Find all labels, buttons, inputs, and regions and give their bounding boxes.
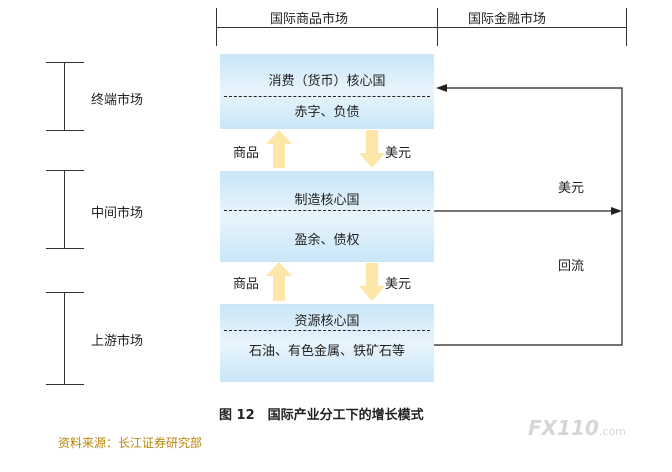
usd-outflow-arrowhead bbox=[611, 207, 622, 215]
goods-label-lower: 商品 bbox=[233, 277, 260, 292]
resource-core-label: 资源核心国 bbox=[294, 314, 360, 329]
intermediate-market-label: 中间市场 bbox=[91, 206, 144, 221]
reflow-loop-line bbox=[434, 87, 623, 346]
watermark: FX110.com bbox=[528, 416, 626, 440]
resource-status-label: 石油、有色金属、铁矿石等 bbox=[248, 344, 405, 359]
manufacturing-core-box: 制造核心国 盈余、债权 bbox=[220, 171, 434, 262]
goods-up-arrow-lower bbox=[266, 262, 292, 301]
usd-label-upper: 美元 bbox=[385, 146, 412, 161]
usd-down-arrow-lower bbox=[359, 263, 385, 301]
goods-label-upper: 商品 bbox=[233, 146, 260, 161]
upstream-market-label: 上游市场 bbox=[91, 334, 144, 349]
source-note: 资料来源：长江证券研究部 bbox=[58, 436, 203, 450]
watermark-logo: FX110 bbox=[528, 416, 599, 440]
header-underline bbox=[216, 27, 627, 28]
figure-caption: 图 12 国际产业分工下的增长模式 bbox=[219, 408, 424, 423]
consumption-divider bbox=[224, 96, 430, 97]
usd-down-arrow-upper bbox=[359, 130, 385, 168]
commodity-market-header: 国际商品市场 bbox=[270, 12, 349, 27]
watermark-domain: .com bbox=[598, 425, 626, 438]
financial-market-header: 国际金融市场 bbox=[468, 12, 547, 27]
usd-outflow-label: 美元 bbox=[558, 181, 585, 196]
consumption-status-label: 赤字、负债 bbox=[294, 105, 360, 120]
consumption-core-label: 消费（货币）核心国 bbox=[268, 74, 386, 89]
reflow-label: 回流 bbox=[558, 259, 585, 274]
resource-divider bbox=[224, 330, 430, 331]
manufacturing-status-label: 盈余、债权 bbox=[294, 233, 360, 248]
consumption-core-box: 消费（货币）核心国 赤字、负债 bbox=[220, 54, 434, 129]
reflow-arrowhead bbox=[436, 84, 447, 92]
manufacturing-divider bbox=[224, 210, 430, 211]
resource-core-box: 资源核心国 石油、有色金属、铁矿石等 bbox=[220, 304, 434, 382]
terminal-market-label: 终端市场 bbox=[91, 93, 144, 108]
goods-up-arrow-upper bbox=[266, 130, 292, 168]
usd-label-lower: 美元 bbox=[385, 277, 412, 292]
manufacturing-core-label: 制造核心国 bbox=[294, 193, 360, 208]
